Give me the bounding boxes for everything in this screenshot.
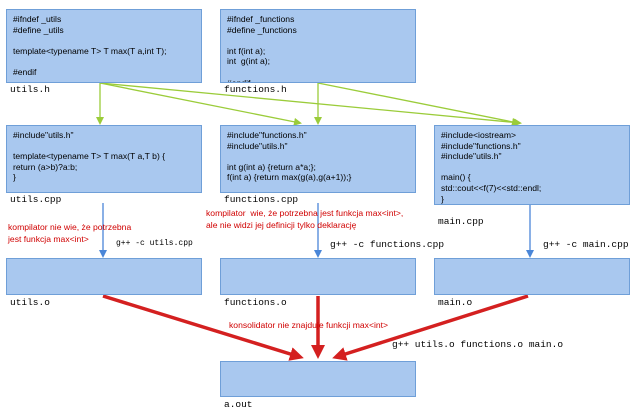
link-arrow-main-o [332,294,529,361]
main-cpp-box: #include<iostream> #include"functions.h"… [434,125,630,205]
utils-cpp-box: #include"utils.h" template<typename T> T… [6,125,202,193]
main-o-box [434,258,630,295]
functions-cpp-box: #include"functions.h" #include"utils.h" … [220,125,416,193]
main-cpp-caption: main.cpp [438,216,484,227]
linker-note: konsolidator nie znajduje funkcji max<in… [229,320,389,330]
utils-h-caption: utils.h [10,84,50,95]
functions-compiler-note: kompilator wie, że potrzebna jest funkcj… [206,208,404,230]
include-arrow-functions-h-to-main-cpp [317,82,520,126]
functions-cpp-caption: functions.cpp [224,194,299,205]
utils-cpp-caption: utils.cpp [10,194,62,205]
compile-main-command: g++ -c main.cpp [543,239,629,250]
utils-o-box [6,258,202,295]
link-arrow-utils-o [102,294,304,361]
include-arrow-utils-h-to-functions-cpp [99,82,302,126]
include-arrow-utils-h-to-main-cpp [99,82,522,127]
a-out-caption: a.out [224,399,253,410]
functions-h-box: #ifndef _functions #define _functions in… [220,9,416,83]
a-out-box [220,361,416,397]
functions-o-caption: functions.o [224,297,287,308]
compile-functions-command: g++ -c functions.cpp [330,239,445,250]
utils-compiler-note: kompilator nie wie, że potrzebna jest fu… [8,222,132,244]
utils-h-box: #ifndef _utils #define _utils template<t… [6,9,202,83]
functions-h-caption: functions.h [224,84,287,95]
main-o-caption: main.o [438,297,473,308]
utils-o-caption: utils.o [10,297,50,308]
link-command: g++ utils.o functions.o main.o [392,339,564,350]
functions-o-box [220,258,416,295]
compile-utils-command: g++ -c utils.cpp [116,239,193,248]
